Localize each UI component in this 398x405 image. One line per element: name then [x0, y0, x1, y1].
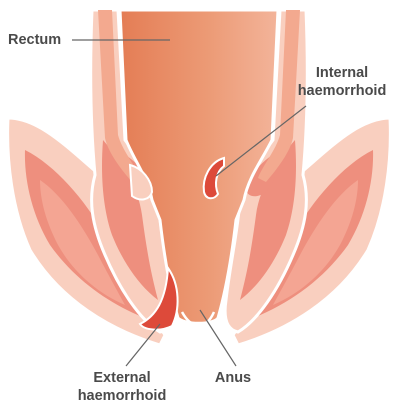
internal-haemorrhoid-label-line1: Internal: [282, 64, 398, 82]
external-haemorrhoid-label-line1: External: [62, 369, 182, 387]
external-haemorrhoid-label-line2: haemorrhoid: [62, 387, 182, 405]
internal-haemorrhoid-label-line2: haemorrhoid: [282, 82, 398, 100]
rectum-label: Rectum: [8, 31, 61, 49]
anus-label: Anus: [208, 369, 258, 387]
internal-haemorrhoid-label: Internal haemorrhoid: [282, 64, 398, 100]
external-haemorrhoid-label: External haemorrhoid: [62, 369, 182, 405]
